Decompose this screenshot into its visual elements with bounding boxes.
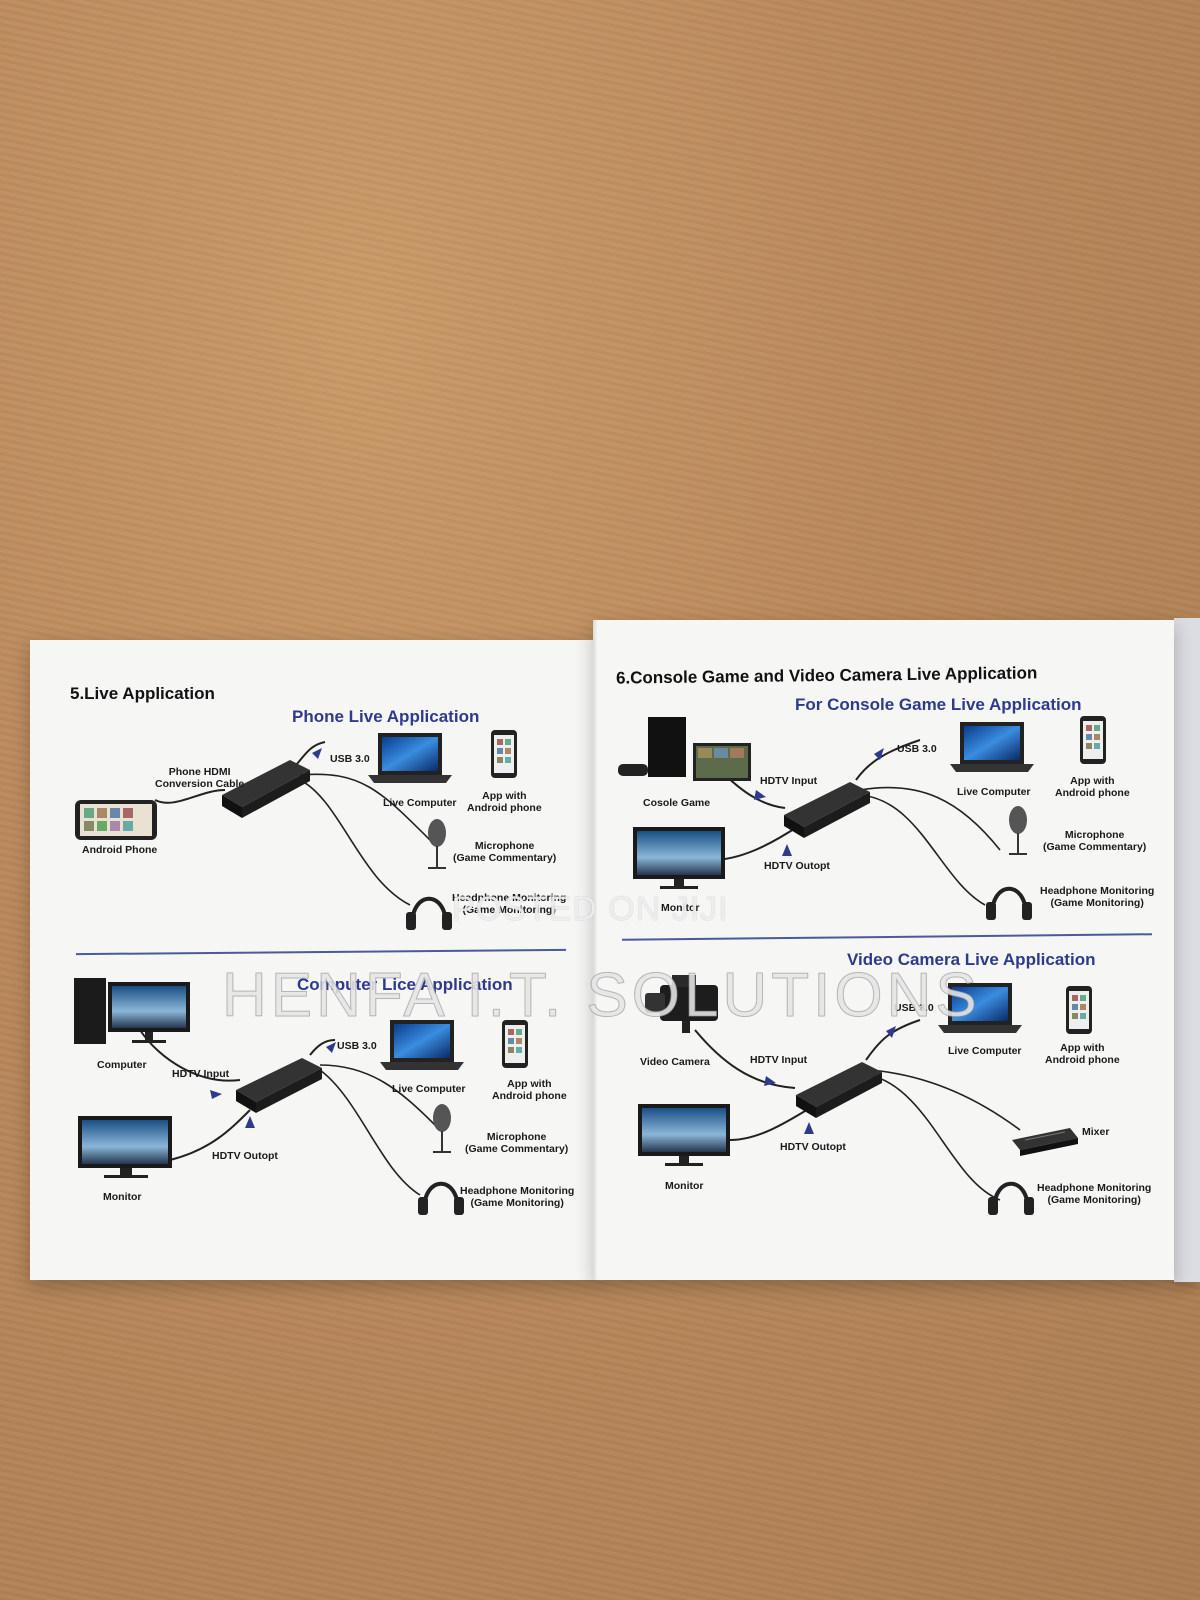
cable-usb [295,741,326,766]
label-headphone: Headphone Monitoring (Game Monitoring) [1037,1182,1152,1206]
label-android-phone: Android Phone [82,844,158,856]
label-hdtv-outopt: HDTV Outopt [212,1150,278,1162]
computer-live-heading: Computer Lice Application [297,975,513,994]
label-console-game: Cosole Game [643,797,711,809]
video-camera-icon [660,985,718,1021]
capture-card-icon [796,1062,882,1107]
label-hdtv-input: HDTV Input [172,1068,230,1080]
pc-tower-icon [74,978,106,1044]
headphone-icon [992,1181,1030,1211]
controller-icon [618,764,648,776]
mixer-icon [1012,1128,1078,1150]
label-computer: Computer [97,1059,147,1071]
console-live-diagram [618,716,1106,920]
label-headphone: Headphone Monitoring (Game Monitoring) [452,892,567,916]
label-hdtv-outopt: HDTV Outopt [780,1141,846,1153]
label-headphone: Headphone Monitoring (Game Monitoring) [460,1185,575,1209]
section-5-title: 5.Live Application [70,684,215,703]
console-icon [648,717,686,777]
label-live-computer: Live Computer [948,1045,1022,1057]
cable-hdmi [154,789,226,804]
headphone-icon [422,1181,460,1211]
label-usb: USB 3.0 [894,1002,934,1014]
page-fold [593,620,597,1280]
cable-mic [299,773,431,841]
watermark-posted: POSTED ON JIJI [452,890,729,928]
label-live-computer: Live Computer [392,1083,466,1095]
label-monitor: Monitor [665,1180,704,1192]
label-app-phone: App with Android phone [1055,775,1130,799]
label-hdtv-outopt: HDTV Outopt [764,860,830,872]
video-camera-heading: Video Camera Live Application [847,950,1096,969]
capture-card-icon [784,782,870,827]
video-camera-live-diagram [638,975,1092,1215]
label-app-phone: App with Android phone [467,790,542,814]
label-app-phone: App with Android phone [1045,1042,1120,1066]
phone-live-heading: Phone Live Application [292,707,480,726]
label-live-computer: Live Computer [383,797,457,809]
label-monitor: Monitor [103,1191,142,1203]
label-microphone: Microphone (Game Commentary) [1043,829,1147,853]
computer-live-diagram [74,978,528,1215]
phone-live-diagram [75,730,517,930]
microphone-icon [428,819,446,847]
capture-card-icon [222,760,310,807]
sheet-edge [1174,618,1200,1282]
right-page [594,620,1174,1280]
label-monitor: Monitor [661,902,700,914]
label-usb: USB 3.0 [330,753,370,765]
label-hdtv-input: HDTV Input [760,775,818,787]
label-usb: USB 3.0 [337,1040,377,1052]
label-hdtv-input: HDTV Input [750,1054,808,1066]
label-phone-hdmi-cable: Phone HDMI Conversion Cable [155,766,245,790]
headphone-icon [410,896,448,926]
label-video-camera: Video Camera [640,1056,710,1068]
microphone-icon [1009,806,1027,834]
label-microphone: Microphone (Game Commentary) [453,840,557,864]
label-usb: USB 3.0 [897,743,937,755]
capture-card-icon [236,1058,322,1102]
console-live-heading: For Console Game Live Application [795,695,1082,714]
label-mixer: Mixer [1082,1126,1110,1138]
watermark-company: HENFA I.T. SOLUTIONS [222,961,981,1031]
label-headphone: Headphone Monitoring (Game Monitoring) [1040,885,1155,909]
headphone-icon [990,886,1028,916]
cable-headphone [299,779,411,906]
label-live-computer: Live Computer [957,786,1031,798]
microphone-icon [433,1104,451,1132]
arrow-usb [312,748,322,759]
label-app-phone: App with Android phone [492,1078,567,1102]
label-microphone: Microphone (Game Commentary) [465,1131,569,1155]
